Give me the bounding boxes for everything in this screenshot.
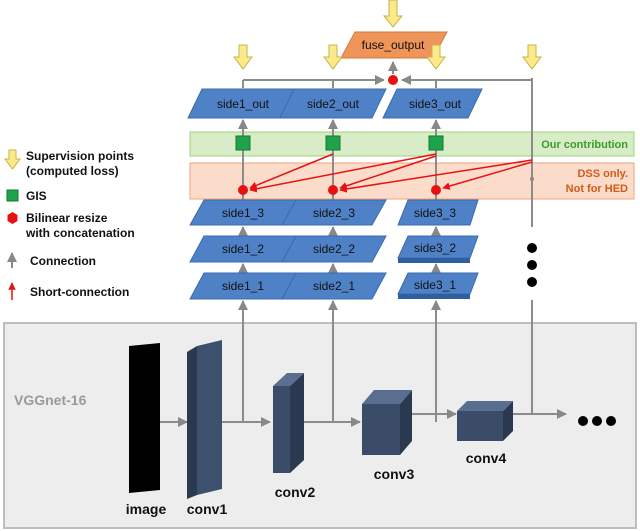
- legend-gis-label: GIS: [26, 189, 47, 203]
- ellipsis-dot: [578, 416, 588, 426]
- side2-3-block: [281, 199, 387, 226]
- vggnet-panel: [3, 322, 637, 529]
- conv3-front: [362, 404, 400, 455]
- legend-bilinear-line1: Bilinear resize: [26, 211, 108, 225]
- bilinear-node: [328, 185, 338, 195]
- conv4-junction-dot: [530, 177, 534, 181]
- conv3-top: [362, 390, 412, 404]
- supervision-arrow-icon: [233, 44, 253, 70]
- conv2-front: [273, 386, 290, 473]
- conv3-side: [400, 390, 412, 455]
- bilinear-node: [388, 75, 398, 85]
- conv2-side: [290, 373, 304, 473]
- side3-out-block: [382, 88, 483, 119]
- short-connection-line: [249, 153, 437, 193]
- dss-band: [189, 162, 635, 200]
- side2-1-label: side2_1: [313, 279, 355, 293]
- side2-1-block: [281, 272, 387, 300]
- dss-label-line1: DSS only.: [577, 168, 628, 180]
- legend-connection-label: Connection: [30, 254, 96, 268]
- ellipsis-dot: [527, 277, 537, 287]
- ellipsis-dot: [527, 243, 537, 253]
- conv1-label: conv1: [187, 501, 228, 517]
- gis-square: [235, 135, 251, 151]
- legend-supervision-line2: (computed loss): [26, 164, 119, 178]
- conv3-label: conv3: [374, 466, 415, 482]
- side3-out-label: side3_out: [409, 97, 462, 111]
- gis-square: [325, 135, 341, 151]
- side3-1-edge: [398, 294, 470, 299]
- conv4-top: [457, 401, 513, 411]
- legend-bilinear-line2: with concatenation: [25, 226, 135, 240]
- bilinear-node: [431, 185, 441, 195]
- ellipsis-dot: [527, 260, 537, 270]
- conv1-side: [197, 340, 222, 495]
- side3-3-label: side3_3: [414, 206, 456, 220]
- fuse-output-label: fuse_output: [362, 38, 425, 52]
- conv1-front: [187, 346, 197, 499]
- side1-2-label: side1_2: [222, 242, 264, 256]
- legend-supervision-line1: Supervision points: [26, 149, 134, 163]
- supervision-arrow-icon: [522, 44, 542, 70]
- legend-gis-icon: [6, 189, 19, 202]
- side3-1-label: side3_1: [414, 278, 456, 292]
- contribution-band: [189, 131, 635, 157]
- side2-out-label: side2_out: [307, 97, 360, 111]
- short-connection-line: [249, 153, 334, 189]
- side2-2-label: side2_2: [313, 242, 355, 256]
- side2-2-block: [281, 235, 387, 263]
- gis-square: [428, 135, 444, 151]
- bilinear-node: [238, 185, 248, 195]
- legend: Supervision points (computed loss) GIS B…: [4, 149, 135, 300]
- side1-out-label: side1_out: [217, 97, 270, 111]
- contribution-label: Our contribution: [541, 139, 628, 151]
- image-block: [129, 343, 160, 493]
- side1-1-label: side1_1: [222, 279, 264, 293]
- conv4-label: conv4: [466, 450, 507, 466]
- supervision-arrow-icon: [323, 44, 343, 70]
- conv4-front: [457, 411, 503, 441]
- supervision-arrow-icon: [426, 44, 446, 70]
- side2-3-label: side2_3: [313, 206, 355, 220]
- legend-bilinear-icon: [7, 212, 18, 224]
- ellipsis-dot: [592, 416, 602, 426]
- side1-3-label: side1_3: [222, 206, 264, 220]
- vggnet-title: VGGnet-16: [14, 392, 87, 408]
- conv2-label: conv2: [275, 484, 316, 500]
- side3-3-block: [397, 199, 479, 226]
- side2-out-block: [279, 88, 387, 119]
- short-connection-line: [339, 159, 533, 193]
- conv2-top: [273, 373, 304, 386]
- supervision-arrow-icon: [382, 0, 404, 28]
- ellipsis-dot: [606, 416, 616, 426]
- side3-2-edge: [398, 258, 470, 263]
- dss-label-line2: Not for HED: [566, 183, 628, 195]
- short-connection-line: [339, 155, 437, 190]
- legend-short-connection-label: Short-connection: [30, 285, 129, 299]
- legend-supervision-icon: [4, 149, 21, 170]
- short-connection-line: [442, 161, 533, 190]
- side3-2-label: side3_2: [414, 241, 456, 255]
- conv4-side: [503, 401, 513, 441]
- image-label: image: [126, 501, 167, 517]
